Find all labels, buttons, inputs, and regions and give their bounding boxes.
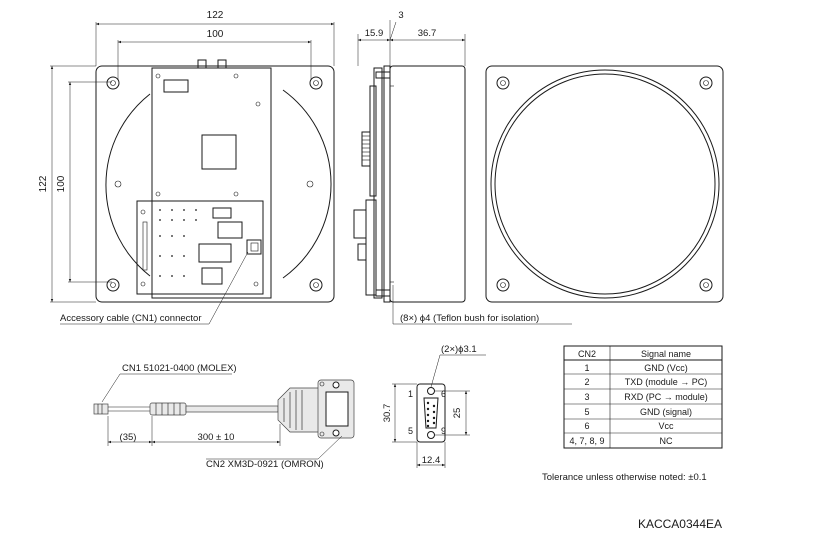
- holes-label: (2×)ϕ3.1: [441, 344, 477, 355]
- pin-assignment-table: CN2 Signal name 1 GND (Vcc) 2 TXD (modul…: [563, 345, 723, 449]
- table-cell-pin: 1: [584, 363, 589, 373]
- front-height-outer-label: 122: [38, 175, 49, 192]
- connector-face-view: 1 5 6 9 (2×)ϕ3.1 30.7 25 12.4: [382, 344, 486, 468]
- back-view: [485, 65, 724, 303]
- cn1-plug: [93, 403, 109, 415]
- table-header-cn2: CN2: [578, 349, 596, 359]
- table-cell-pin: 5: [584, 407, 589, 417]
- table-cell-signal: RXD (PC → module): [624, 392, 708, 402]
- table-header-signal: Signal name: [641, 349, 691, 359]
- connector-shell: [416, 383, 446, 443]
- pin-1-label: 1: [408, 389, 413, 399]
- back-window: [490, 69, 720, 299]
- table-cell-signal: NC: [660, 436, 673, 446]
- cn1-connector: [246, 239, 262, 255]
- table-cell-signal: GND (Vcc): [644, 363, 688, 373]
- pcb-board: [151, 67, 272, 299]
- chip: [201, 134, 237, 170]
- table-cell-pin: 2: [584, 377, 589, 387]
- pin-9-label: 9: [441, 426, 446, 436]
- side-housing: [389, 65, 466, 303]
- front-width-inner-label: 100: [207, 29, 224, 40]
- cable-long-length: 300 ± 10: [198, 432, 235, 443]
- mounting-hole: [106, 76, 120, 90]
- table-cell-signal: TXD (module → PC): [625, 377, 708, 387]
- front-width-outer-label: 122: [207, 10, 224, 21]
- teflon-bush-callout: (8×) ϕ4 (Teflon bush for isolation): [400, 313, 539, 324]
- side-dim-a-label: 15.9: [365, 28, 384, 39]
- connector-height-label: 30.7: [382, 404, 393, 423]
- table-cell-pin: 4, 7, 8, 9: [569, 436, 604, 446]
- mounting-hole: [309, 76, 323, 90]
- front-view: 122 100 122 100: [38, 10, 335, 325]
- mounting-hole: [699, 76, 713, 90]
- cable-connector-callout: Accessory cable (CN1) connector: [60, 313, 202, 324]
- mounting-hole: [106, 278, 120, 292]
- pin-5-label: 5: [408, 426, 413, 436]
- cn2-label: CN2 XM3D-0921 (OMRON): [206, 459, 324, 470]
- connector-pitch-label: 25: [452, 408, 463, 419]
- table-cell-pin: 6: [584, 421, 589, 431]
- connector-width-label: 12.4: [422, 455, 441, 466]
- table-cell-signal: Vcc: [658, 421, 674, 431]
- cn1-label: CN1 51021-0400 (MOLEX): [122, 363, 237, 374]
- tolerance-note: Tolerance unless otherwise noted: ±0.1: [542, 472, 707, 483]
- front-height-inner-label: 100: [56, 175, 67, 192]
- side-dim-c-label: 36.7: [418, 28, 437, 39]
- mounting-hole: [496, 76, 510, 90]
- mounting-hole: [309, 278, 323, 292]
- table-cell-signal: GND (signal): [640, 407, 692, 417]
- cable-drawing: CN1 51021-0400 (MOLEX) CN2 XM3D-0921 (OM…: [93, 363, 355, 470]
- table-cell-pin: 3: [584, 392, 589, 402]
- mounting-hole: [699, 278, 713, 292]
- side-dim-b-label: 3: [398, 10, 403, 21]
- front-body-outline: [95, 65, 335, 303]
- pin-6-label: 6: [441, 389, 446, 399]
- drawing-code: KACCA0344EA: [638, 517, 722, 531]
- cable-short-length: (35): [120, 432, 137, 443]
- side-view: 15.9 3 36.7 (8×) ϕ4 (Teflon bush for iso…: [353, 10, 572, 325]
- mounting-hole: [496, 278, 510, 292]
